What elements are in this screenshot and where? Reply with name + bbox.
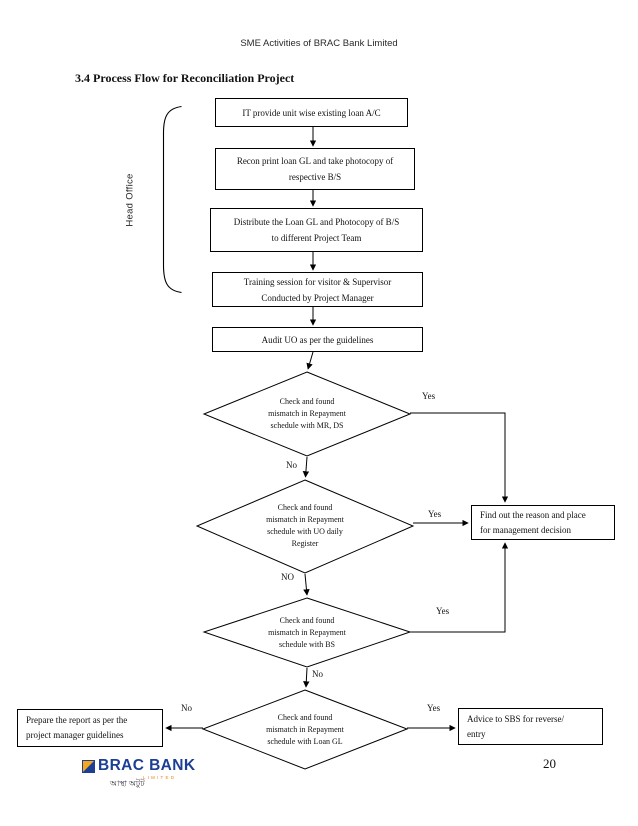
decision-2-line3: schedule with UO daily <box>267 527 343 536</box>
find-reason-box: Find out the reason and place for manage… <box>471 505 615 540</box>
decision-2: Check and found mismatch in Repayment sc… <box>215 500 395 552</box>
brac-bank-logo: BRAC BANK LIMITED আস্থা অটুট <box>80 757 195 793</box>
connector-decision3-yes <box>410 542 509 633</box>
decision-1-line3: schedule with MR, DS <box>270 421 344 430</box>
decision-3-no-label: No <box>312 669 323 679</box>
head-office-label: Head Office <box>124 173 136 227</box>
decision-2-outline <box>195 479 415 574</box>
decision-4-line2: mismatch in Repayment <box>266 725 344 734</box>
decision-1-line1: Check and found <box>279 397 335 406</box>
flow-step-2-line1: Recon print loan GL and take photocopy o… <box>236 156 394 166</box>
decision-2-no-label: NO <box>281 572 294 582</box>
decision-4-no-label: No <box>181 703 192 713</box>
flow-step-4: Training session for visitor & Superviso… <box>212 272 423 307</box>
flow-step-2-line2: respective B/S <box>288 172 342 182</box>
flow-step-4-line1: Training session for visitor & Superviso… <box>243 276 392 287</box>
logo-tagline: আস্থা অটুট <box>110 779 145 788</box>
decision-3-yes-label: Yes <box>436 606 450 616</box>
doc-header: SME Activities of BRAC Bank Limited <box>240 38 398 49</box>
advice-sbs-line1: Advice to SBS for reverse/ <box>467 713 564 724</box>
find-reason-line2: for management decision <box>480 524 571 535</box>
connector-decision2-no <box>303 573 310 596</box>
flow-step-3-line2: to different Project Team <box>271 233 362 243</box>
decision-3-line3: schedule with BS <box>279 640 335 649</box>
prepare-report-line1: Prepare the report as per the <box>26 715 128 725</box>
connector-step5-decision1 <box>306 351 314 370</box>
advice-sbs-box: Advice to SBS for reverse/ entry <box>458 708 603 745</box>
decision-2-line1: Check and found <box>277 503 333 512</box>
decision-4: Check and found mismatch in Repayment sc… <box>215 711 395 749</box>
decision-1-yes-label: Yes <box>422 391 436 401</box>
flow-step-5-text: Audit UO as per the guidelines <box>261 334 374 345</box>
decision-1-no-label: No <box>286 460 297 470</box>
decision-1: Check and found mismatch in Repayment sc… <box>217 388 397 440</box>
flow-step-1-text: IT provide unit wise existing loan A/C <box>242 107 381 118</box>
decision-1-line2: mismatch in Repayment <box>268 409 346 418</box>
connector-decision3-no <box>303 667 310 688</box>
decision-4-outline <box>201 689 409 770</box>
decision-1-outline <box>202 371 412 457</box>
decision-2-line2: mismatch in Repayment <box>266 515 344 524</box>
decision-4-line1: Check and found <box>277 713 333 722</box>
decision-4-yes-label: Yes <box>427 703 441 713</box>
decision-3-line1: Check and found <box>279 616 335 625</box>
connector-decision1-yes <box>410 412 509 503</box>
flow-step-5: Audit UO as per the guidelines <box>212 327 423 352</box>
prepare-report-line2: project manager guidelines <box>26 730 124 740</box>
advice-sbs-line2: entry <box>467 728 486 739</box>
flow-step-3-line1: Distribute the Loan GL and Photocopy of … <box>233 217 400 227</box>
decision-2-yes-label: Yes <box>428 509 442 519</box>
flow-step-4-line2: Conducted by Project Manager <box>261 292 374 303</box>
flow-step-3: Distribute the Loan GL and Photocopy of … <box>210 208 423 252</box>
logo-flag-icon <box>82 760 95 773</box>
logo-limited-text: LIMITED <box>143 774 177 780</box>
section-title: 3.4 Process Flow for Reconciliation Proj… <box>75 71 295 85</box>
flow-step-2: Recon print loan GL and take photocopy o… <box>215 148 415 190</box>
page-number: 20 <box>543 756 556 771</box>
decision-3: Check and found mismatch in Repayment sc… <box>217 614 397 652</box>
prepare-report-box: Prepare the report as per the project ma… <box>17 709 163 747</box>
connector-decision1-no <box>302 456 310 478</box>
logo-brand-text: BRAC BANK <box>98 757 196 774</box>
decision-4-line3: schedule with Loan GL <box>267 737 343 746</box>
find-reason-line1: Find out the reason and place <box>480 509 586 520</box>
decision-3-outline <box>202 597 412 668</box>
decision-3-line2: mismatch in Repayment <box>268 628 346 637</box>
decision-2-line4: Register <box>291 539 319 548</box>
head-office-bracket <box>162 105 182 294</box>
flow-step-1: IT provide unit wise existing loan A/C <box>215 98 408 127</box>
